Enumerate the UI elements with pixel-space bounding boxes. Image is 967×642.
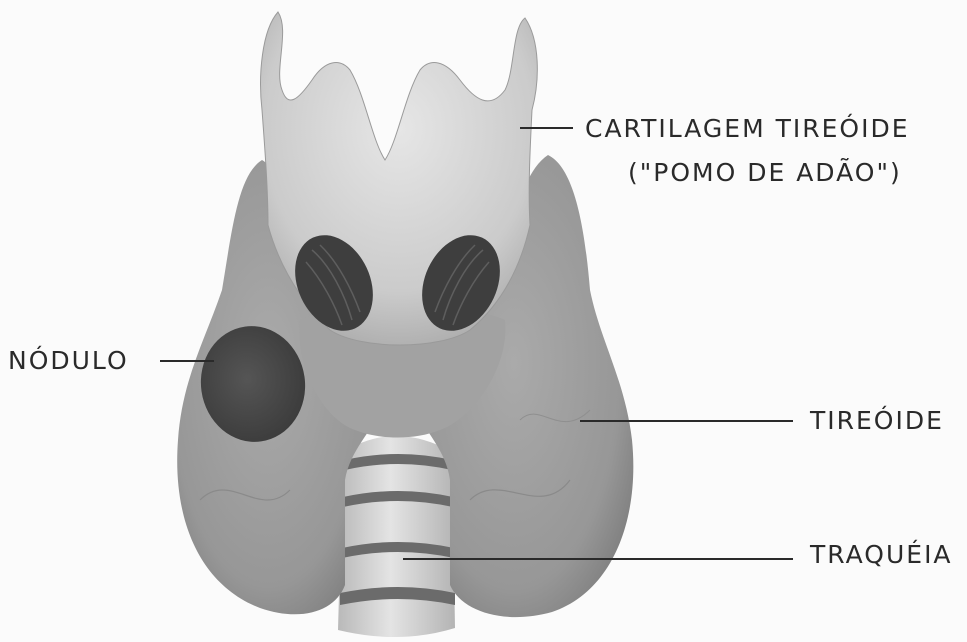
trachea: [338, 436, 455, 637]
label-tireoide: TIREÓIDE: [810, 406, 944, 436]
label-cartilagem-tireoide: CARTILAGEM TIREÓIDE: [585, 114, 910, 144]
label-nodulo: NÓDULO: [8, 346, 129, 376]
label-pomo-de-adao: ("POMO DE ADÃO"): [628, 158, 902, 188]
label-traqueia: TRAQUÉIA: [810, 540, 953, 570]
thyroid-cartilage: [261, 12, 538, 345]
